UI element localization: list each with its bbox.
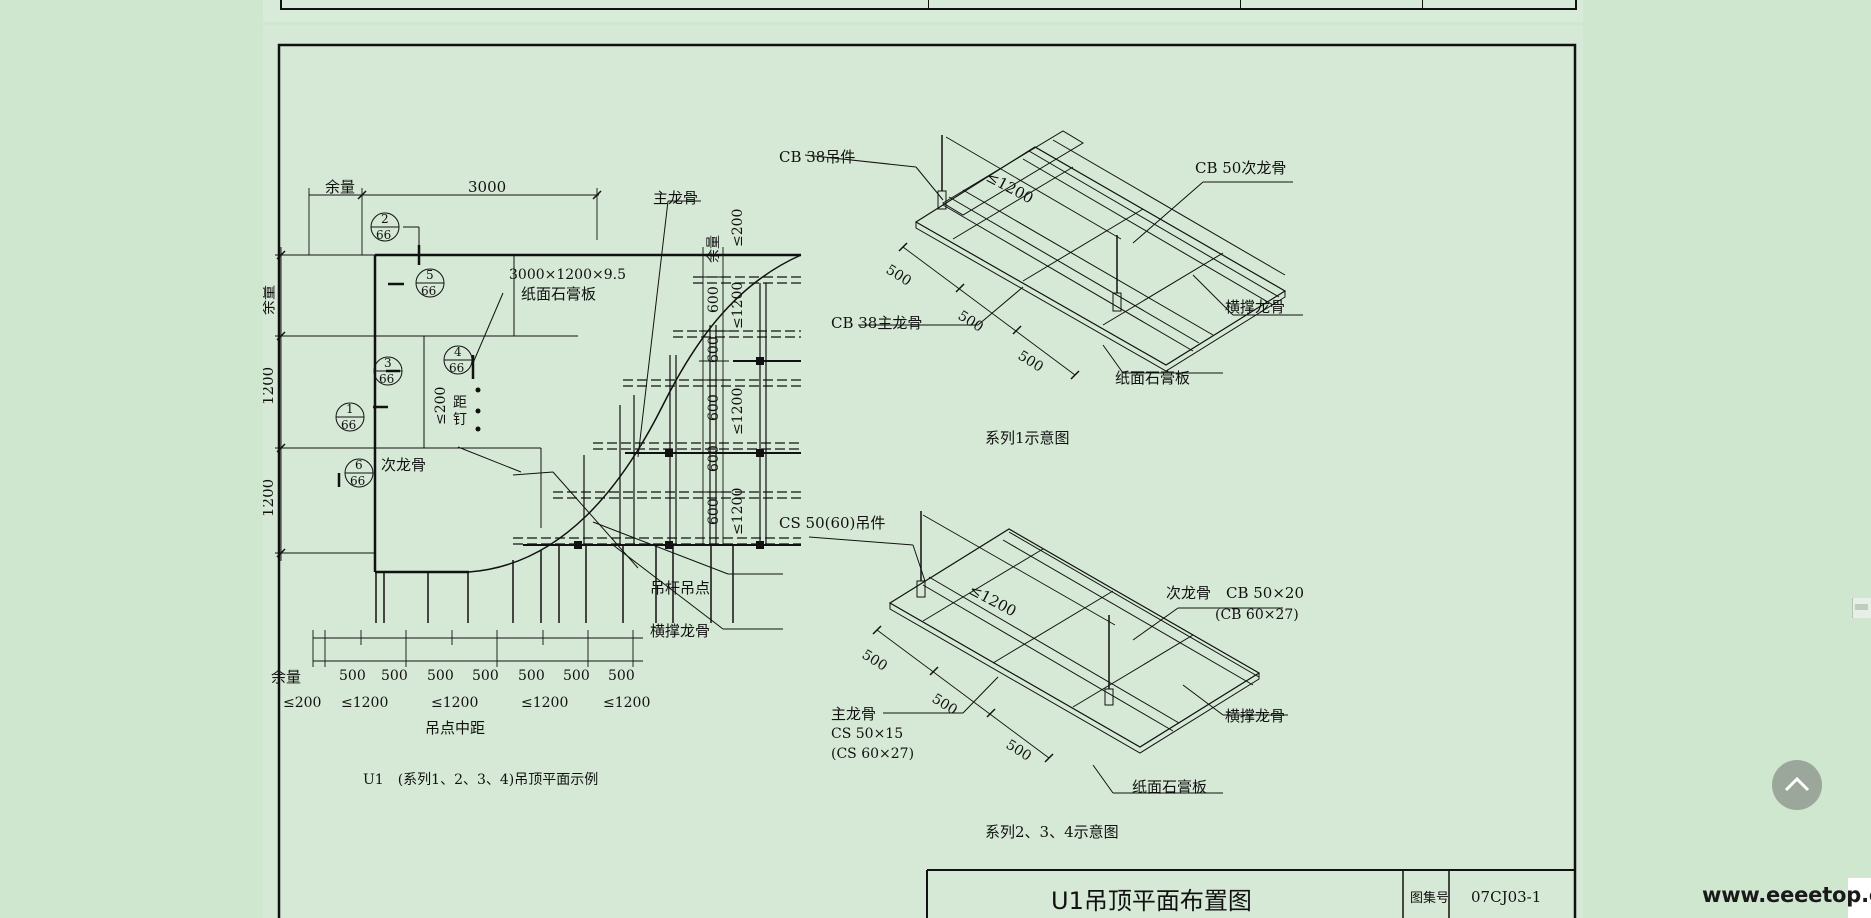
bottom-dim-500: 500 xyxy=(339,668,366,684)
bottom-dim-le1200: ≤1200 xyxy=(603,695,650,711)
plan-top-dim: 3000 xyxy=(468,178,506,196)
previous-page-divider xyxy=(1240,0,1241,8)
board-size: 3000×1200×9.5 xyxy=(509,267,626,283)
bottom-dim-500: 500 xyxy=(381,668,408,684)
drawing-page: 余量 3000 余量 1200 1200 3000×1200×9.5 纸面石膏板… xyxy=(263,25,1583,918)
detail-number: 2 xyxy=(381,212,389,226)
bottom-dim-margin: 余量 xyxy=(271,668,301,686)
bottom-dim-500: 500 xyxy=(472,668,499,684)
iso2-board-label: 纸面石膏板 xyxy=(1132,778,1207,796)
plan-top-margin-label: 余量 xyxy=(325,178,355,196)
scrollbar-thumb[interactable] xyxy=(1855,604,1868,610)
atlas-code: 07CJ03-1 xyxy=(1471,888,1541,906)
right-dim-le1200: ≤1200 xyxy=(730,388,746,435)
plan-left-dim: 1200 xyxy=(263,367,277,405)
cross-keel-label: 横撑龙骨 xyxy=(650,622,710,640)
bottom-dim-le1200: ≤1200 xyxy=(431,695,478,711)
iso2-main-label: 主龙骨 xyxy=(831,705,876,723)
iso2-dim-500: 500 xyxy=(859,647,890,675)
iso1-dim-500: 500 xyxy=(1015,348,1046,376)
watermark-box xyxy=(1848,878,1871,918)
secondary-keel-label: 次龙骨 xyxy=(381,456,426,474)
detail-sheet: 66 xyxy=(350,474,365,488)
iso2-dim-500: 500 xyxy=(929,691,960,719)
plan-caption: U1 (系列1、2、3、4)吊顶平面示例 xyxy=(363,772,598,788)
plan-view xyxy=(275,188,802,667)
iso1-secondary-label: CB 50次龙骨 xyxy=(1195,159,1286,177)
hanger-point-label: 吊杆吊点 xyxy=(650,579,710,597)
nail-pitch: ≤200 xyxy=(433,387,449,425)
detail-number: 6 xyxy=(355,458,363,472)
detail-sheet: 66 xyxy=(376,228,391,242)
iso1-spacing: ≤1200 xyxy=(983,168,1036,208)
detail-sheet: 66 xyxy=(449,361,464,375)
bottom-dim-le200: ≤200 xyxy=(283,695,321,711)
iso2-secondary-label: 次龙骨 CB 50×20 xyxy=(1166,584,1304,602)
bottom-dim-le1200: ≤1200 xyxy=(521,695,568,711)
nail-pitch-label: 距 xyxy=(453,395,467,411)
iso1-main-label: CB 38主龙骨 xyxy=(831,314,922,332)
plan-left-dim-margin: 余量 xyxy=(263,285,277,315)
right-dim-600: 600 xyxy=(706,498,722,525)
drawing-frame xyxy=(277,43,1577,918)
previous-page-divider xyxy=(928,0,929,8)
bottom-dim-500: 500 xyxy=(518,668,545,684)
detail-number: 1 xyxy=(346,402,354,416)
iso2-main-alt: (CS 60×27) xyxy=(831,746,914,762)
right-dim-600: 600 xyxy=(706,336,722,363)
iso1-board-label: 纸面石膏板 xyxy=(1115,369,1190,387)
board-name: 纸面石膏板 xyxy=(521,285,596,303)
previous-page-divider xyxy=(1422,0,1423,8)
iso2-caption: 系列2、3、4示意图 xyxy=(985,823,1119,841)
bottom-dim-500: 500 xyxy=(608,668,635,684)
iso2-dim-500: 500 xyxy=(1003,737,1034,765)
iso2-secondary-alt: (CB 60×27) xyxy=(1215,607,1299,623)
drawing-canvas: 余量 3000 余量 1200 1200 3000×1200×9.5 纸面石膏板… xyxy=(263,43,1577,918)
bottom-dim-500: 500 xyxy=(427,668,454,684)
drawing-title: U1吊顶平面布置图 xyxy=(1051,887,1252,915)
iso-view-series-2-3-4 xyxy=(808,511,1288,794)
main-keel-label: 主龙骨 xyxy=(653,189,698,207)
iso1-dim-500: 500 xyxy=(883,262,914,290)
iso2-main-size: CS 50×15 xyxy=(831,726,903,742)
right-dim-600: 600 xyxy=(706,394,722,421)
right-dim-le1200: ≤1200 xyxy=(730,488,746,535)
bottom-center-label: 吊点中距 xyxy=(425,719,485,737)
nail-pitch-label-2: 钉 xyxy=(453,412,467,428)
right-dim-margin: 余量 xyxy=(705,235,722,263)
detail-sheet: 66 xyxy=(421,284,436,298)
previous-page-frame xyxy=(280,0,1577,10)
detail-sheet: 66 xyxy=(341,418,356,432)
right-dim-600: 600 xyxy=(706,286,722,313)
iso2-cross-label: 横撑龙骨 xyxy=(1225,707,1285,725)
iso2-hanger-label: CS 50(60)吊件 xyxy=(779,514,885,532)
iso1-caption: 系列1示意图 xyxy=(985,429,1070,447)
iso1-hanger-label: CB 38吊件 xyxy=(779,148,855,166)
plan-left-dim: 1200 xyxy=(263,479,277,517)
detail-number: 4 xyxy=(454,345,462,359)
detail-sheet: 66 xyxy=(379,372,394,386)
scroll-to-top-button[interactable] xyxy=(1772,760,1822,810)
previous-page-edge xyxy=(263,0,1583,22)
detail-number: 3 xyxy=(384,356,392,370)
right-dim-le1200: ≤1200 xyxy=(730,282,746,329)
bottom-dim-le1200: ≤1200 xyxy=(341,695,388,711)
iso1-cross-label: 横撑龙骨 xyxy=(1225,298,1285,316)
bottom-dim-500: 500 xyxy=(563,668,590,684)
watermark: www.eeeetop.com xyxy=(1702,883,1871,907)
right-dim-600: 600 xyxy=(706,445,722,472)
iso1-dim-500: 500 xyxy=(955,308,986,336)
right-dim-le200: ≤200 xyxy=(730,209,746,247)
iso-view-series-1 xyxy=(804,130,1303,380)
title-block xyxy=(926,869,1575,918)
chevron-up-icon xyxy=(1784,776,1810,792)
detail-number: 5 xyxy=(426,268,434,282)
atlas-label: 图集号 xyxy=(1410,890,1449,906)
